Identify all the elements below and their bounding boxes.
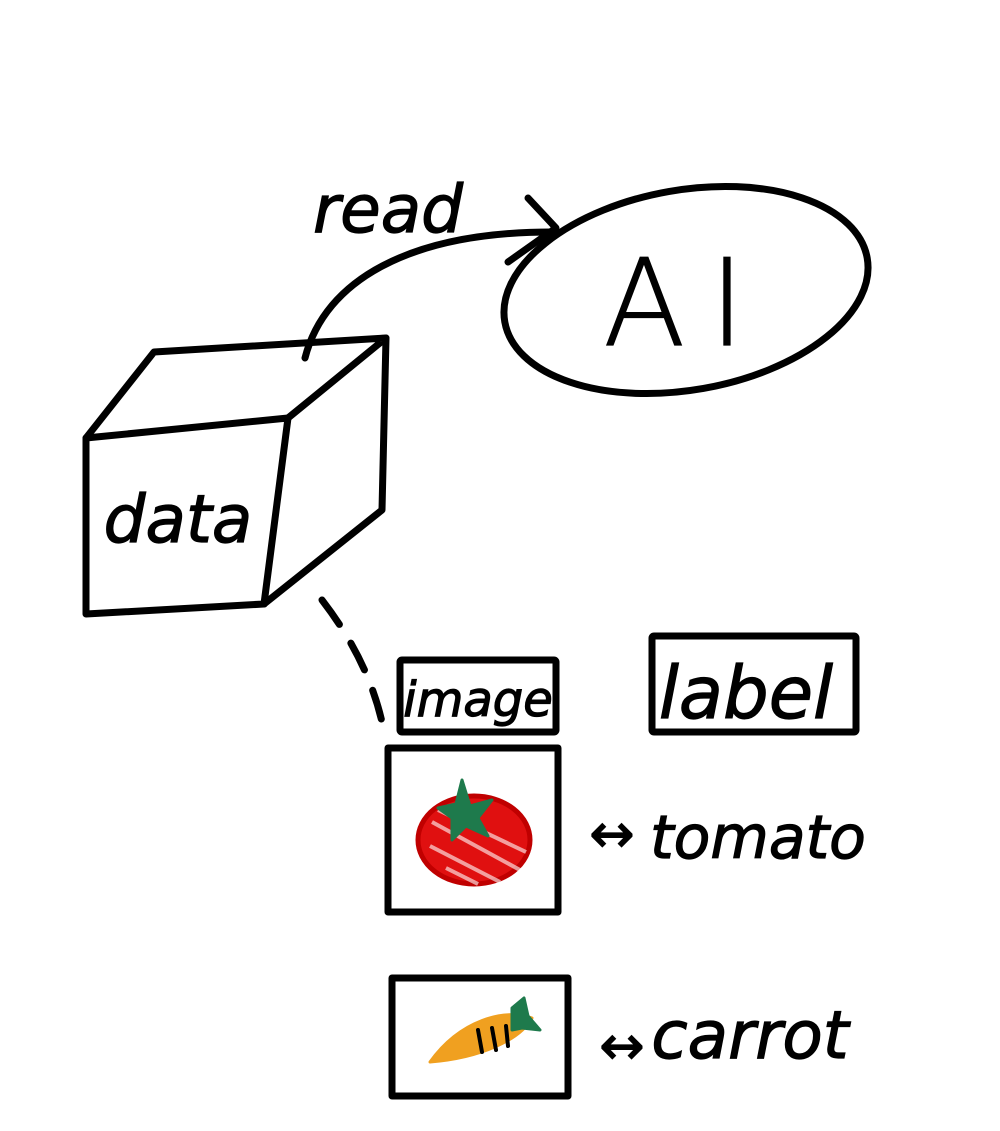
tomato-connector: ↔	[589, 802, 634, 865]
tomato-icon	[415, 778, 533, 887]
image-header-label: image	[403, 672, 553, 728]
data-cube-node: data	[82, 334, 390, 618]
tomato-image-frame	[384, 744, 562, 916]
ai-label: AI	[603, 235, 768, 374]
read-edge: read	[301, 170, 560, 362]
carrot-icon	[428, 996, 542, 1064]
data-label: data	[104, 481, 253, 558]
tomato-label: tomato	[650, 803, 866, 873]
row-tomato: ↔ tomato	[384, 744, 866, 916]
carrot-label: carrot	[651, 997, 850, 1074]
read-edge-label: read	[313, 171, 464, 248]
ai-node: AI	[500, 182, 872, 398]
data-image-dashed-edge	[318, 596, 386, 726]
row-carrot: ↔ carrot	[388, 974, 851, 1100]
image-column-header: image	[396, 656, 560, 736]
carrot-connector: ↔	[599, 1014, 644, 1077]
label-header-label: label	[659, 651, 833, 735]
label-column-header: label	[648, 632, 860, 736]
carrot-image-frame	[388, 974, 572, 1100]
